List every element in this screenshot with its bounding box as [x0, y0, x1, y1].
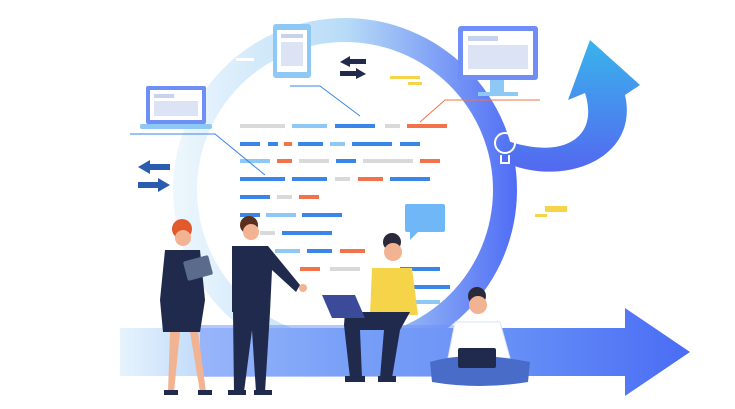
decorative-bars [236, 58, 567, 217]
tablet-icon [273, 24, 311, 78]
person-woman-tablet [160, 219, 213, 395]
connector-lines [130, 85, 540, 176]
code-lines [240, 124, 450, 304]
chat-bubble-icon [405, 204, 445, 240]
laptop-icon [140, 86, 212, 129]
person-man-pointing [228, 216, 307, 395]
curved-arrow-icon [500, 40, 640, 172]
lightbulb-icon [494, 132, 516, 164]
swap-arrows-icon [138, 56, 366, 192]
person-man-laptop-sitting [322, 233, 418, 382]
monitor-icon [458, 26, 538, 96]
person-man-cross-legged [430, 287, 530, 386]
